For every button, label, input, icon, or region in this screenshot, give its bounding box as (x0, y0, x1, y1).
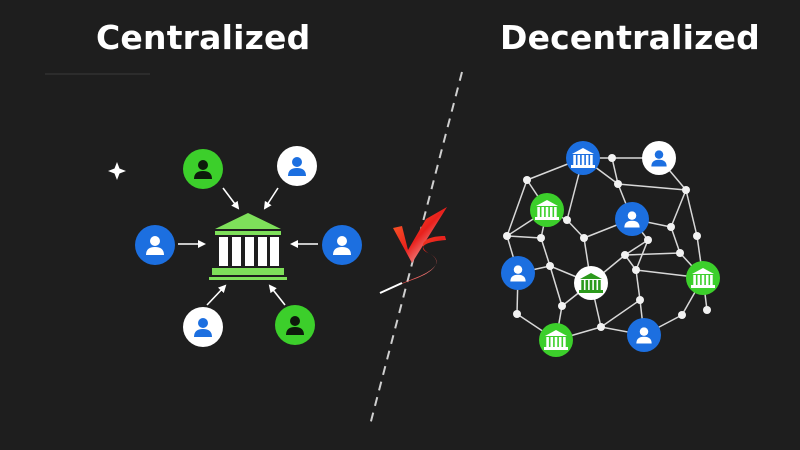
decentralized-title: Decentralized (500, 18, 760, 57)
network-link (685, 189, 698, 237)
network-junction (558, 302, 566, 310)
user-node (275, 305, 315, 345)
user-node (135, 225, 175, 265)
decentralized-network (501, 141, 720, 357)
network-link (611, 157, 619, 185)
user-node (183, 149, 223, 189)
network-link (635, 269, 641, 301)
network-link (506, 179, 528, 237)
person-icon (636, 327, 652, 344)
network-junction (563, 216, 571, 224)
person-icon (333, 236, 351, 255)
network-junction (597, 323, 605, 331)
network-junction (621, 251, 629, 259)
network-link (566, 219, 585, 239)
bank-icon (691, 268, 715, 288)
network-link (670, 226, 681, 254)
arrow-in-top-right (263, 187, 279, 210)
network-junction (608, 154, 616, 162)
network-junction (636, 296, 644, 304)
user-node (183, 307, 223, 347)
network-junction (513, 310, 521, 318)
network-link (549, 265, 563, 307)
network-junction (537, 234, 545, 242)
network-junction (632, 266, 640, 274)
network-junction (676, 249, 684, 257)
user-node (277, 146, 317, 186)
user-node (627, 318, 661, 352)
bank-node (566, 141, 600, 175)
arrow-in-bottom-left (206, 284, 227, 306)
bank-node (539, 323, 573, 357)
user-node (642, 141, 676, 175)
network-junction (678, 311, 686, 319)
sparkle-icon (108, 162, 126, 180)
bank-node (686, 261, 720, 295)
person-icon (286, 316, 304, 335)
vs-mark (379, 207, 447, 294)
centralized-title: Centralized (96, 18, 311, 57)
network-junction (614, 180, 622, 188)
network-junction (644, 236, 652, 244)
bank-icon (571, 148, 595, 168)
network-link (600, 299, 641, 328)
network-link (506, 235, 542, 239)
user-node (615, 202, 649, 236)
arrow-in-bottom-right (268, 284, 286, 306)
central-bank-icon (209, 213, 287, 280)
network-junction (580, 234, 588, 242)
network-link (624, 252, 681, 256)
person-icon (194, 160, 212, 179)
person-icon (624, 211, 640, 228)
network-junction (682, 186, 690, 194)
network-link (670, 189, 687, 228)
arrow-in-top-left (222, 187, 240, 210)
person-icon (146, 236, 164, 255)
centralized-network (135, 146, 362, 347)
network-junction (703, 306, 711, 314)
user-node (322, 225, 362, 265)
network-junction (667, 223, 675, 231)
network-junction (693, 232, 701, 240)
network-link (624, 239, 649, 256)
user-node (501, 256, 535, 290)
person-icon (651, 150, 667, 167)
bank-node (530, 193, 564, 227)
person-icon (194, 318, 212, 337)
bank-icon (544, 330, 568, 350)
bank-icon (535, 200, 559, 220)
network-link (617, 183, 687, 191)
network-junction (546, 262, 554, 270)
network-link (540, 237, 551, 267)
bank-icon (579, 273, 603, 293)
network-junction (503, 232, 511, 240)
network-link (635, 239, 649, 271)
network-junction (523, 176, 531, 184)
person-icon (288, 157, 306, 176)
bank-node (574, 266, 608, 300)
person-icon (510, 265, 526, 282)
